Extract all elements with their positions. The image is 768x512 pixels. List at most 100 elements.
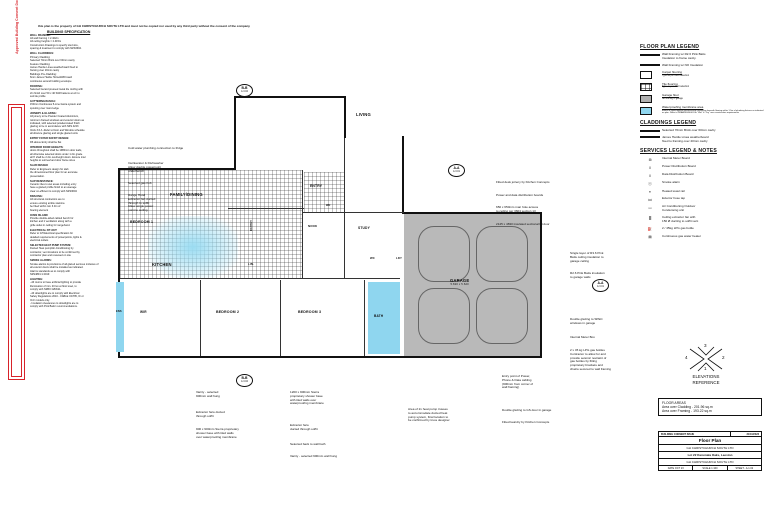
spec-line: Selected Gerard pressed metal tile roofi… <box>30 88 83 92</box>
extractor-fan-icon: ≣ <box>648 216 652 221</box>
legend-item: ⌸Power Distribution Board <box>640 164 764 170</box>
section-ref: A.3.02 <box>241 89 248 93</box>
note-vanity-900: Vanity - selected 900mm wall hung <box>290 454 338 458</box>
power-distribution-icon: ⌸ <box>648 165 652 170</box>
spec-line: clear co-efficient to comply with NZS360… <box>30 189 77 193</box>
spec-line: all otherwise selected doors under 1.2m … <box>30 152 83 156</box>
legend-item: Selected 70mm Brick over 60mm cavity <box>640 128 764 133</box>
floor-area-framing: Area over Framing - 193.22 sq.m <box>662 409 712 413</box>
note-lpg-gas-bottles: 2 x 45 kg LPG gas bottles Contractor to … <box>570 348 611 371</box>
spec-line: IGUs 3.6 A -Refer to Door and Window sch… <box>30 128 85 132</box>
note-fitted-desk-joinery: Fitted desk joinery by Kitchen Concepts <box>496 180 550 184</box>
room-label-linen: LIN. <box>248 262 255 266</box>
spec-line: glazing to be in accordance with NZS 422… <box>30 125 79 129</box>
spec-line: R6 above Entry shall be flat <box>30 140 62 144</box>
spec-line: Feature Cladding: <box>30 62 51 66</box>
spec-line: - All downlights are to comply with Elec… <box>30 291 80 295</box>
spec-heading: SELECTED HEAT PUMP SYSTEM: <box>30 244 72 247</box>
spec-line: Ceramic tiles to wet areas including ent… <box>30 183 77 186</box>
floor-area-cladding: Area over Cladding - 201.96 sq.m <box>662 405 713 409</box>
ownership-note: this plan is the property of GH CHRISTCH… <box>38 24 250 28</box>
tile-swatch-icon <box>640 83 652 92</box>
spec-line: Refer to Engineers design for slab <box>30 167 69 171</box>
legend-symbol <box>640 83 662 92</box>
section-ref: A.3.01 <box>597 284 604 288</box>
spec-line: all exterior doors shall be installed as… <box>30 266 84 270</box>
legend-label: Heated towel rail <box>662 188 685 193</box>
note-sectional-lift-door: 2145 x 4830 insulated sectional lift doo… <box>496 222 550 226</box>
specification-title: BUILDING SPECIFICATION <box>47 30 91 34</box>
section-marker-bb-bottom: B-B A.3.02 <box>236 374 253 387</box>
section-marker-aa-notes: A-A A.3.01 <box>592 279 609 292</box>
spec-heading: SLAB DESIGN: <box>30 164 49 168</box>
car-outline <box>418 226 470 282</box>
wet-area-kitchen <box>148 216 238 278</box>
legend-symbol: ≣ <box>640 216 662 221</box>
spec-line: Smoke alarms & provisions of all glazed … <box>30 262 99 266</box>
legend-symbol: ≡ <box>640 190 662 194</box>
spec-line: Refer to GH Electrical specification for <box>30 232 74 236</box>
title-block-title-row: Floor Plan <box>659 437 761 446</box>
client-name: GH CHRISTCHURCH SOUTH LTD <box>686 446 734 451</box>
spec-line: all obscure glazing and single glazed un… <box>30 132 78 136</box>
company-name: GH CHRISTCHURCH SOUTH LTD <box>686 460 734 465</box>
wall-segment <box>344 138 345 278</box>
wall-segment <box>344 96 346 138</box>
elevations-caption-2: REFERENCE <box>692 380 720 386</box>
issue-label: BUILDING CONSENT ISSUE <box>659 432 731 437</box>
room-label-bedroom-3: BEDROOM 3 <box>298 310 322 314</box>
car-outline <box>476 288 528 344</box>
legend-symbol: ⛽ <box>640 227 662 232</box>
spec-line: heights to suit leaf and door frame size… <box>30 159 76 163</box>
spec-line: contractor plan and reviewed on site <box>30 254 71 258</box>
legend-symbol <box>640 53 662 57</box>
legend-label: Data Distribution Board <box>662 172 694 177</box>
legend-label: Wall Framing w/ NO Insulation <box>662 62 704 67</box>
spec-line: All structural contractors are to <box>30 198 65 202</box>
note-1200-shower-base: 1200 x 900mm Sierra proprietary shower b… <box>290 390 324 406</box>
note-extractor-fans-ducted: Extractor fans ducted through soffit <box>290 423 318 431</box>
room-label-pantry: PANTRY <box>250 219 254 232</box>
wall-segment <box>280 280 281 356</box>
data-distribution-icon: ⌸ <box>648 173 652 178</box>
gas-bottle-icon: ⛽ <box>647 227 653 232</box>
spec-heading: SMOKE ALARMS: <box>30 259 52 263</box>
spec-line: All wall framing = 2.402m <box>30 36 59 40</box>
note-entry-point-power: Entry point of Power, Phone & Data cabli… <box>502 374 533 390</box>
legend-label: Air Conditioning Outdoor Condensing unit <box>662 204 696 212</box>
elevation-number-bottom: 1 <box>704 366 707 371</box>
services-legend-items: ⊞Internal Meter Board⌸Power Distribution… <box>640 157 764 240</box>
legend-symbol <box>640 136 662 138</box>
spec-line: Ducted Heat pump/Air-Conditioning by <box>30 247 74 251</box>
note-garage-wall-insulation: R2.6 Pink Batts insulation to garage wal… <box>570 271 605 279</box>
legend-sublabel: No flooring in garage <box>662 98 683 101</box>
wall-segment <box>118 168 236 170</box>
spec-line: NZS4801:1:2019 <box>30 273 50 276</box>
spec-heading: OVEN ISLAND: <box>30 213 49 217</box>
spec-line: Construction Drawings to specify stud si… <box>30 43 79 47</box>
air-conditioning-icon: ▭ <box>648 205 652 210</box>
section-id: A-A <box>453 166 460 171</box>
floor-plan-drawing: FAMILY/DINING KITCHEN LIVING ENTRY NOOK … <box>116 84 542 396</box>
spec-line: 2m finish over 50 x 40 SG8 battens at o/… <box>30 91 80 95</box>
wall-segment <box>118 168 120 358</box>
room-label-wc: WC <box>370 256 375 260</box>
spec-line: Alarms standards as to comply with <box>30 269 71 273</box>
room-label-wir: WIR <box>140 310 147 314</box>
note-heat-pump-trusses: Area of 2x heat pump trusses to accommod… <box>408 407 450 423</box>
legend-symbol: ▭ <box>640 205 662 210</box>
wet-area-ensuite <box>116 282 124 352</box>
note-vanity-900-wall-hung: Vanity - selected 900mm wall hung <box>196 390 220 398</box>
spec-line: detailed requirements of powerpoints, li… <box>30 235 82 239</box>
section-ref: A.3.01 <box>453 169 460 173</box>
spec-line: spouting over round edge <box>30 106 59 110</box>
spec-line: comply with Pink Batts' recommendations. <box>30 305 78 309</box>
spec-line: Safety Regulations 2010 - CABLE CAT35, I… <box>30 295 84 299</box>
